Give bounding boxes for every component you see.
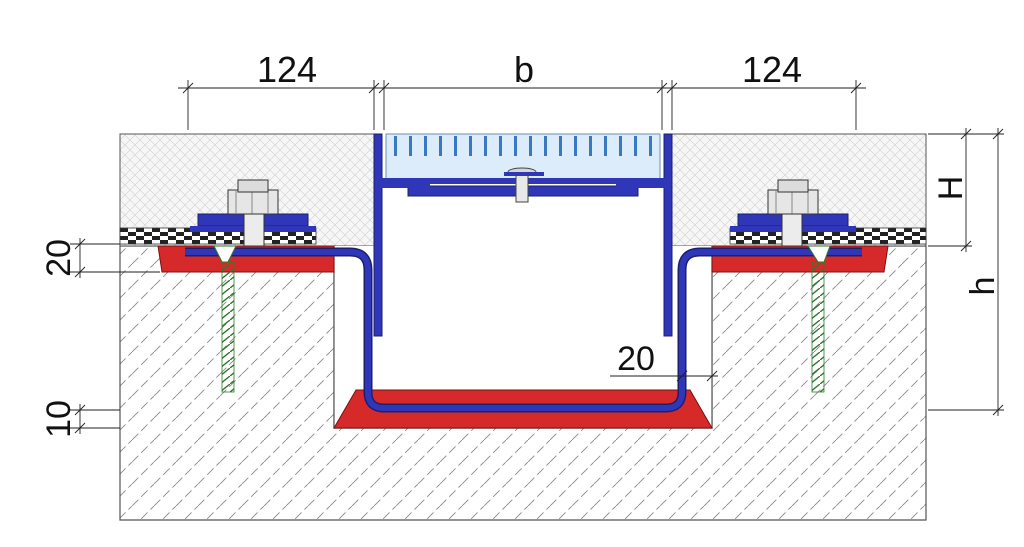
grille-slot: [589, 136, 592, 156]
dim-lower-offset: 10: [40, 400, 78, 438]
dim-cover-height: H: [932, 176, 970, 201]
grille-slot: [394, 136, 397, 156]
grille-cover: [380, 133, 666, 203]
grille-slot: [499, 136, 502, 156]
side-plates: [373, 133, 673, 337]
grille-slot: [514, 136, 517, 156]
grille-slot: [454, 136, 457, 156]
grille-slot: [559, 136, 562, 156]
grille-slot: [574, 136, 577, 156]
grille-slot: [439, 136, 442, 156]
dim-total-height: h: [964, 277, 1002, 296]
grille-slot: [484, 136, 487, 156]
dim-center-width: b: [514, 49, 534, 90]
grille-slot: [469, 136, 472, 156]
grille-slot: [649, 136, 652, 156]
dim-right-width: 124: [742, 49, 802, 90]
grille-slot: [529, 136, 532, 156]
dim-channel-gap: 20: [617, 340, 655, 378]
grille-slot: [619, 136, 622, 156]
left-anchor-bolt: [190, 179, 316, 393]
grille-slot: [424, 136, 427, 156]
dim-upper-offset: 20: [40, 239, 78, 277]
right-anchor-bolt: [730, 179, 856, 393]
dimension-lines: [70, 80, 1004, 434]
grille-slot: [604, 136, 607, 156]
grille-slot: [634, 136, 637, 156]
dim-left-width: 124: [257, 49, 317, 90]
grille-slot: [409, 136, 412, 156]
u-channel: [185, 247, 862, 413]
grille-slot: [544, 136, 547, 156]
